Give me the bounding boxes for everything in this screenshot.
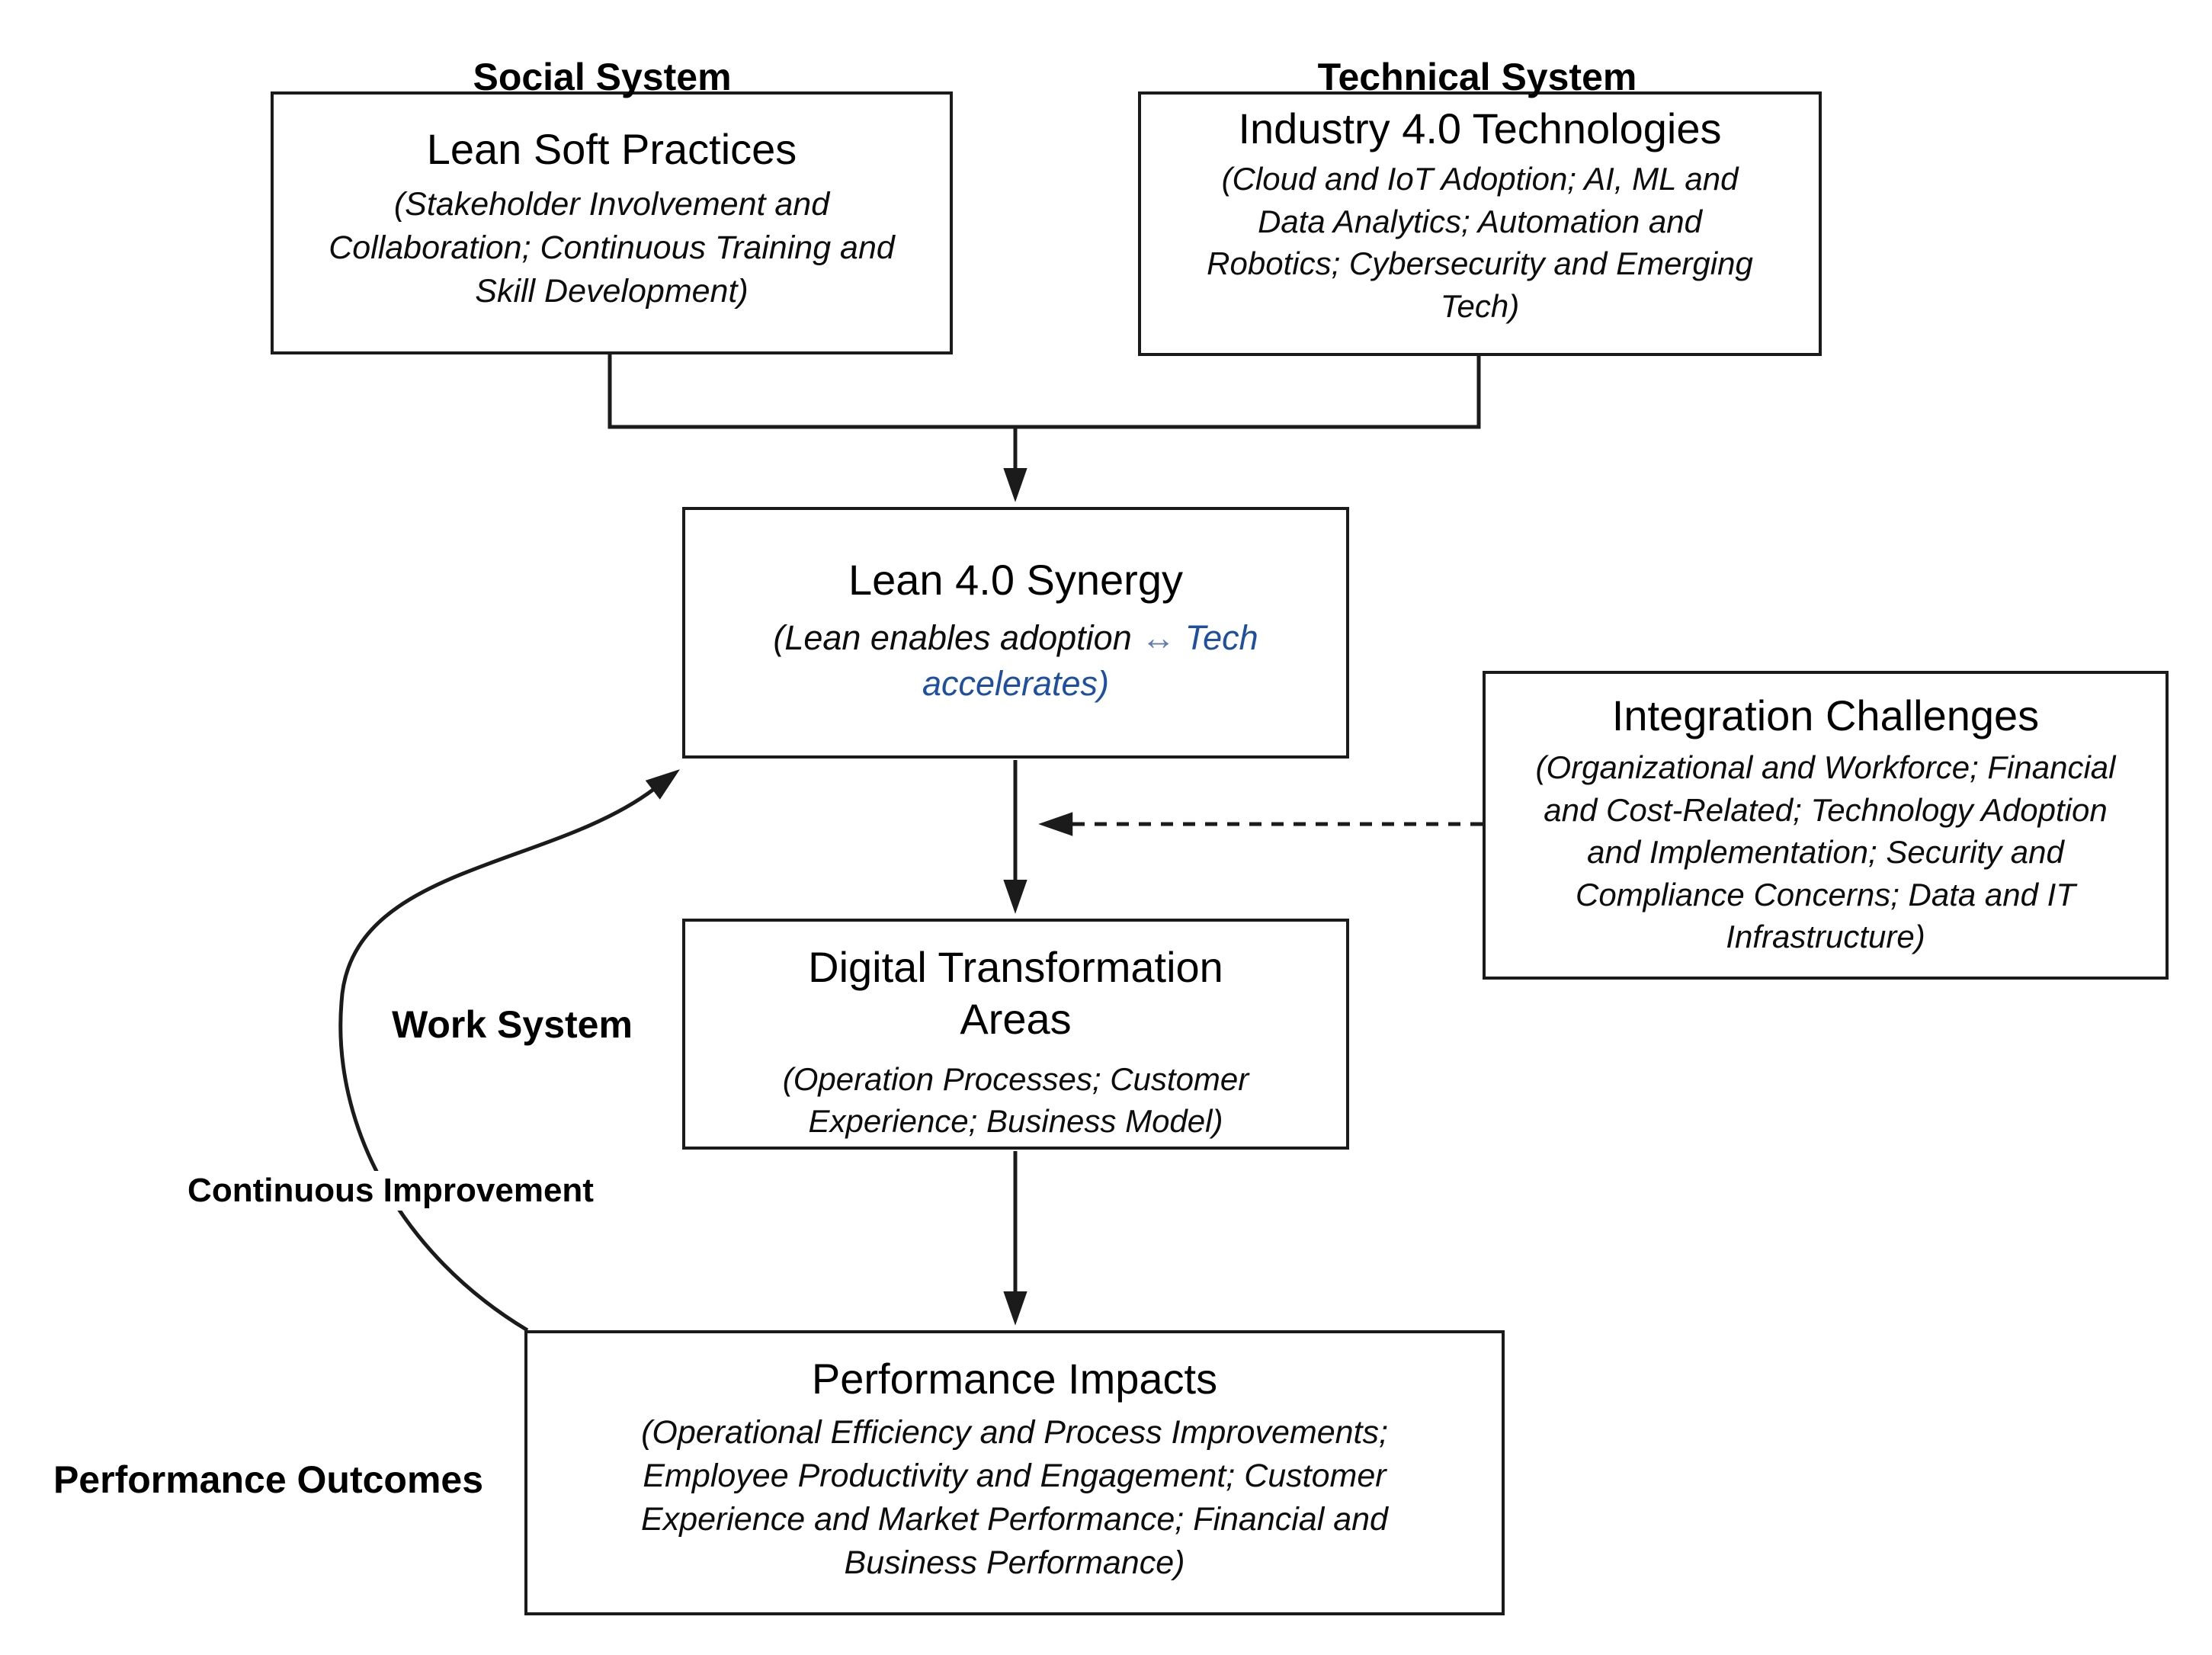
subtitle-line: Skill Development): [475, 272, 749, 310]
box-digital-transformation-areas: Digital Transformation Areas (Operation …: [682, 919, 1349, 1150]
box-lean-soft-practices: Lean Soft Practices (Stakeholder Involve…: [271, 91, 953, 354]
box-integration-challenges: Integration Challenges (Organizational a…: [1483, 671, 2169, 980]
digital-transformation-title: Digital Transformation Areas: [685, 941, 1346, 1046]
subtitle-line: Experience; Business Model): [808, 1103, 1223, 1140]
work-system-label: Work System: [392, 1003, 633, 1046]
lean-soft-practices-subtitle: (Stakeholder Involvement and Collaborati…: [274, 183, 950, 313]
connector-top-merge: [607, 351, 1481, 429]
subtitle-line: (Organizational and Workforce; Financial: [1535, 749, 2116, 786]
subtitle-line: (Operation Processes; Customer: [782, 1060, 1249, 1097]
box-lean-4-0-synergy: Lean 4.0 Synergy (Lean enables adoption …: [682, 507, 1349, 759]
subtitle-line: and Cost-Related; Technology Adoption: [1544, 791, 2108, 828]
technical-system-label: Technical System: [1317, 56, 1637, 98]
subtitle-line: (Lean enables adoption ↔ Tech: [685, 615, 1346, 660]
subtitle-line: Compliance Concerns; Data and IT: [1576, 876, 2076, 912]
subtitle-line: Robotics; Cybersecurity and Emerging: [1207, 245, 1753, 282]
performance-impacts-title: Performance Impacts: [811, 1355, 1218, 1403]
subtitle-line: (Cloud and IoT Adoption; AI, ML and: [1221, 161, 1739, 197]
synergy-subtitle-blue: Tech: [1185, 618, 1258, 658]
title-line: Digital Transformation: [808, 943, 1223, 991]
subtitle-line: (Operational Efficiency and Process Impr…: [641, 1414, 1388, 1451]
box-industry-4-0-technologies: Industry 4.0 Technologies (Cloud and IoT…: [1138, 91, 1822, 356]
subtitle-line: Business Performance): [844, 1544, 1185, 1581]
subtitle-line: Employee Productivity and Engagement; Cu…: [643, 1458, 1387, 1495]
subtitle-line: and Implementation; Security and: [1587, 834, 2064, 871]
social-system-label: Social System: [473, 56, 732, 98]
lean-soft-practices-title: Lean Soft Practices: [426, 125, 797, 173]
subtitle-line: Experience and Market Performance; Finan…: [641, 1500, 1388, 1538]
lean-4-0-synergy-subtitle: (Lean enables adoption ↔ Tech accelerate…: [685, 615, 1346, 706]
digital-transformation-subtitle: (Operation Processes; Customer Experienc…: [685, 1058, 1346, 1143]
performance-impacts-subtitle: (Operational Efficiency and Process Impr…: [527, 1411, 1502, 1584]
arrow-continuous-improvement: [338, 769, 681, 1333]
bidirectional-arrow-icon: ↔: [1141, 618, 1176, 658]
subtitle-line: Data Analytics; Automation and: [1258, 203, 1702, 239]
subtitle-line: Tech): [1440, 287, 1520, 324]
lean-4-0-synergy-title: Lean 4.0 Synergy: [848, 556, 1183, 604]
performance-outcomes-label: Performance Outcomes: [53, 1458, 484, 1501]
integration-challenges-subtitle: (Organizational and Workforce; Financial…: [1486, 746, 2166, 957]
box-performance-impacts: Performance Impacts (Operational Efficie…: [524, 1330, 1505, 1615]
subtitle-line: Collaboration; Continuous Training and: [329, 229, 895, 267]
continuous-improvement-label: Continuous Improvement: [175, 1171, 606, 1211]
subtitle-line: Infrastructure): [1726, 919, 1925, 955]
title-line: Areas: [960, 995, 1072, 1044]
industry-4-0-title: Industry 4.0 Technologies: [1238, 104, 1722, 152]
subtitle-line: accelerates): [922, 663, 1110, 703]
integration-challenges-title: Integration Challenges: [1611, 691, 2040, 739]
synergy-subtitle-black: (Lean enables adoption: [773, 618, 1132, 658]
subtitle-line: (Stakeholder Involvement and: [393, 186, 830, 223]
industry-4-0-subtitle: (Cloud and IoT Adoption; AI, ML and Data…: [1141, 158, 1819, 327]
